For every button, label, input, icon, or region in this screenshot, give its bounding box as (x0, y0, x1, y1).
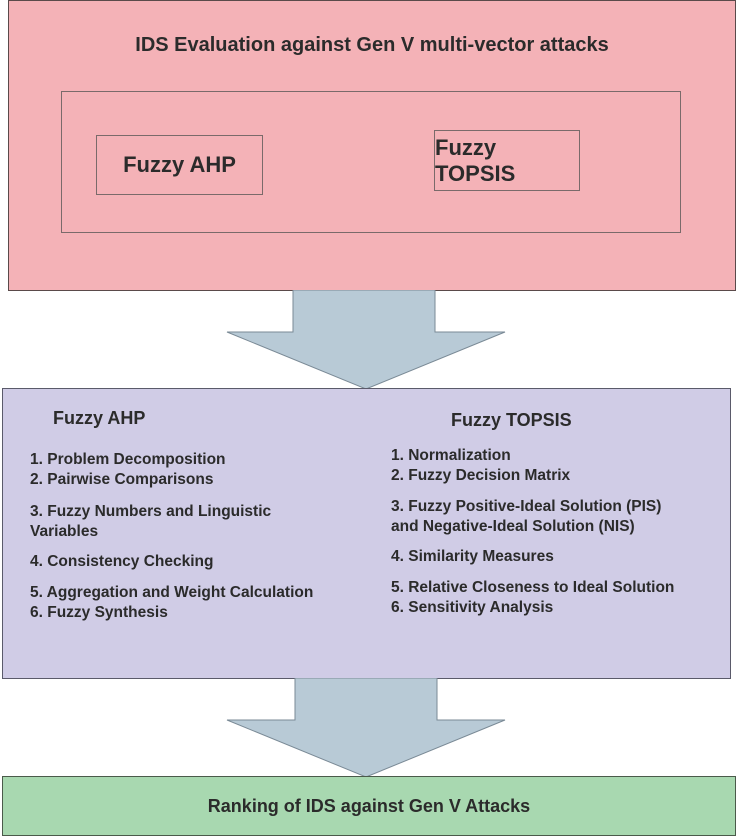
topsis-step: 1. Normalization (391, 447, 511, 464)
methods-container (61, 91, 681, 233)
topsis-step: 4. Similarity Measures (391, 548, 554, 565)
topsis-step: 2. Fuzzy Decision Matrix (391, 467, 571, 484)
fuzzy-ahp-heading: Fuzzy AHP (53, 408, 146, 428)
evaluation-box (8, 0, 736, 291)
topsis-step: 6. Sensitivity Analysis (391, 599, 554, 616)
ahp-step: 5. Aggregation and Weight Calculation (30, 584, 314, 601)
ahp-step: Variables (30, 523, 99, 540)
ahp-step: 3. Fuzzy Numbers and Linguistic (30, 503, 272, 520)
ahp-step: 4. Consistency Checking (30, 553, 214, 570)
evaluation-title: IDS Evaluation against Gen V multi-vecto… (135, 34, 609, 56)
ahp-step: 2. Pairwise Comparisons (30, 471, 214, 488)
fuzzy-topsis-heading: Fuzzy TOPSIS (451, 410, 572, 430)
topsis-step: 3. Fuzzy Positive-Ideal Solution (PIS) (391, 498, 662, 515)
ahp-step: 1. Problem Decomposition (30, 451, 226, 468)
topsis-step: and Negative-Ideal Solution (NIS) (391, 518, 635, 535)
ahp-step: 6. Fuzzy Synthesis (30, 604, 168, 621)
topsis-step: 5. Relative Closeness to Ideal Solution (391, 579, 675, 596)
down-arrow-icon (226, 678, 506, 778)
fuzzy-topsis-box: Fuzzy TOPSIS (434, 130, 580, 191)
ranking-box: Ranking of IDS against Gen V Attacks (2, 776, 736, 836)
method-details-box (2, 388, 731, 679)
down-arrow-icon (226, 290, 506, 390)
fuzzy-ahp-box: Fuzzy AHP (96, 135, 263, 195)
